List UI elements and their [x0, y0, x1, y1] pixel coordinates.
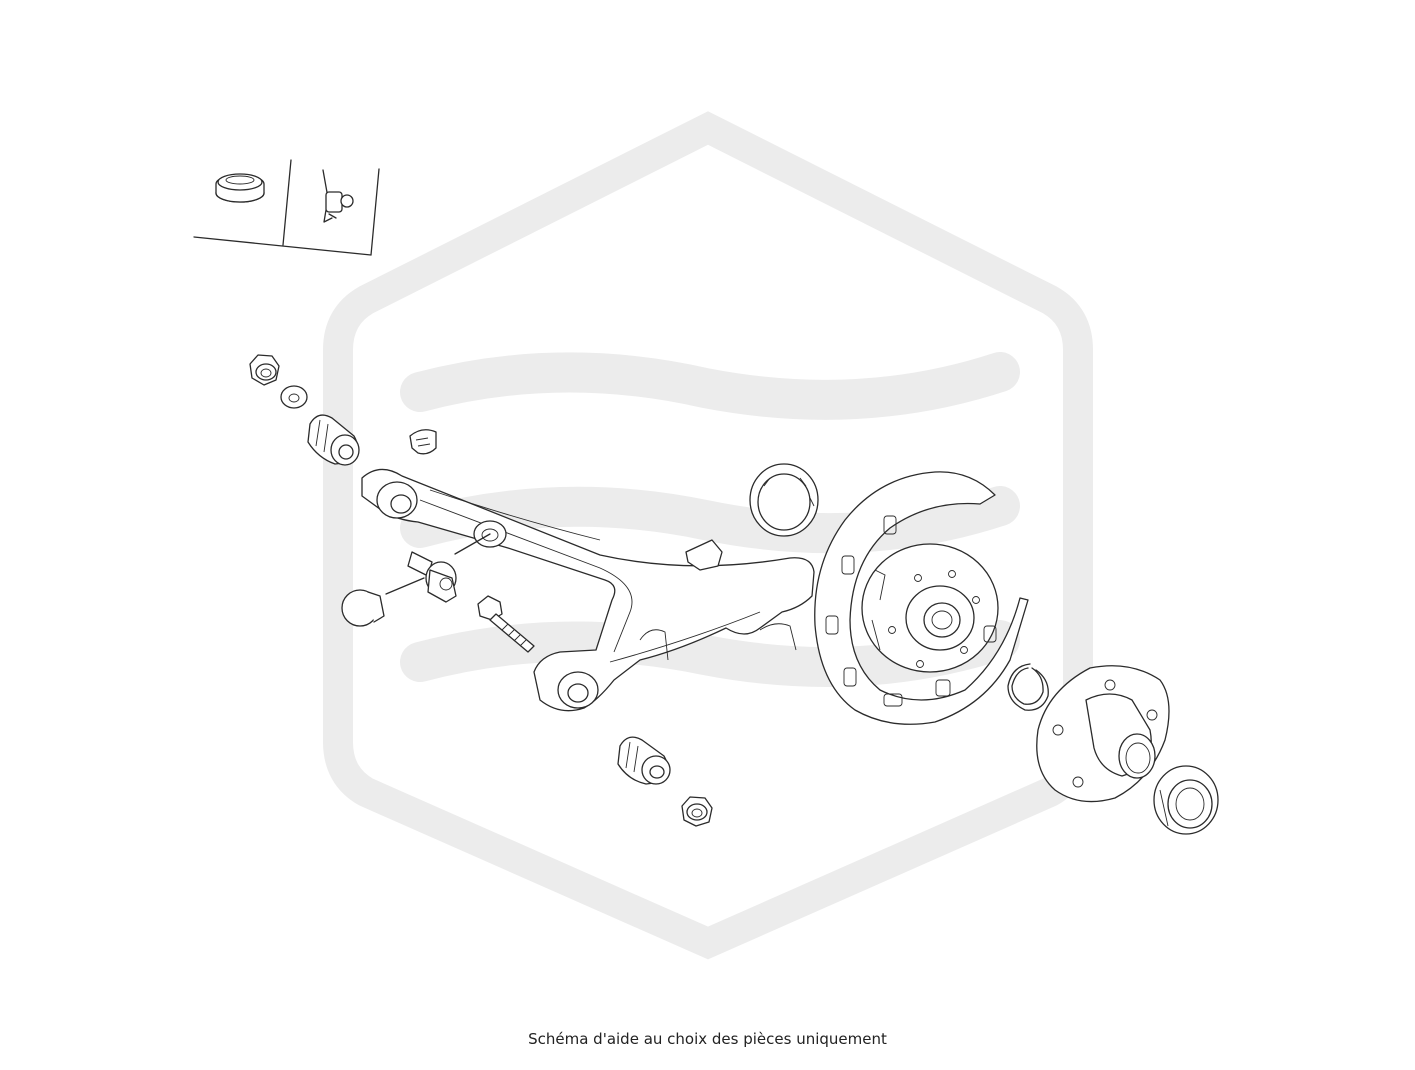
snap-ring[interactable]: [1007, 663, 1049, 711]
grommet[interactable]: [409, 429, 437, 455]
bolt-with-washer[interactable]: [407, 533, 491, 603]
trailing-arm[interactable]: [361, 468, 815, 712]
brake-backing-plate[interactable]: [814, 471, 1029, 725]
cover-cap[interactable]: [341, 577, 425, 627]
diagram-caption: Schéma d'aide au choix des pièces unique…: [528, 1030, 887, 1048]
wheel-hub[interactable]: [1036, 665, 1170, 803]
bolt[interactable]: [477, 595, 535, 653]
bushing-upper[interactable]: [307, 414, 360, 466]
wheel-bearing[interactable]: [1153, 765, 1219, 835]
bushing-lower[interactable]: [617, 736, 671, 785]
washer-upper[interactable]: [280, 385, 308, 409]
clip-fastener[interactable]: [322, 169, 354, 223]
abs-ring[interactable]: [749, 463, 819, 537]
inset-box: [193, 159, 380, 256]
nut-upper[interactable]: [249, 354, 280, 386]
nut-lower[interactable]: [681, 796, 713, 827]
plug-cap[interactable]: [215, 173, 265, 203]
